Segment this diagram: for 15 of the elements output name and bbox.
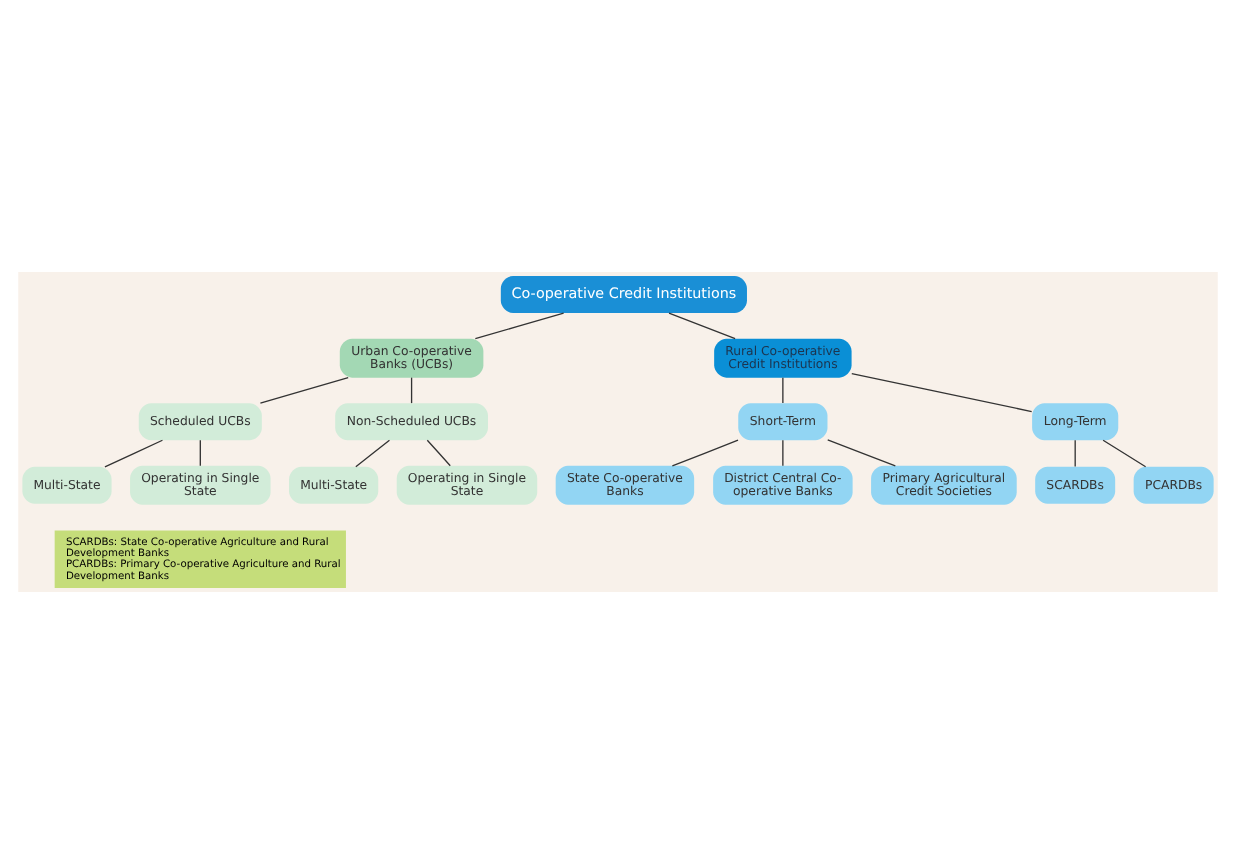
connector	[827, 439, 896, 467]
connector	[355, 439, 391, 468]
connector	[259, 376, 349, 404]
connector	[104, 439, 164, 468]
connector	[199, 439, 201, 467]
connector	[1074, 439, 1076, 468]
connector	[426, 439, 451, 467]
connector	[782, 439, 784, 467]
connector	[851, 373, 1033, 413]
connector	[410, 376, 413, 404]
connector	[782, 376, 784, 404]
connector	[474, 312, 565, 340]
connector	[671, 439, 739, 467]
connector	[1102, 439, 1147, 468]
connector	[668, 312, 736, 340]
